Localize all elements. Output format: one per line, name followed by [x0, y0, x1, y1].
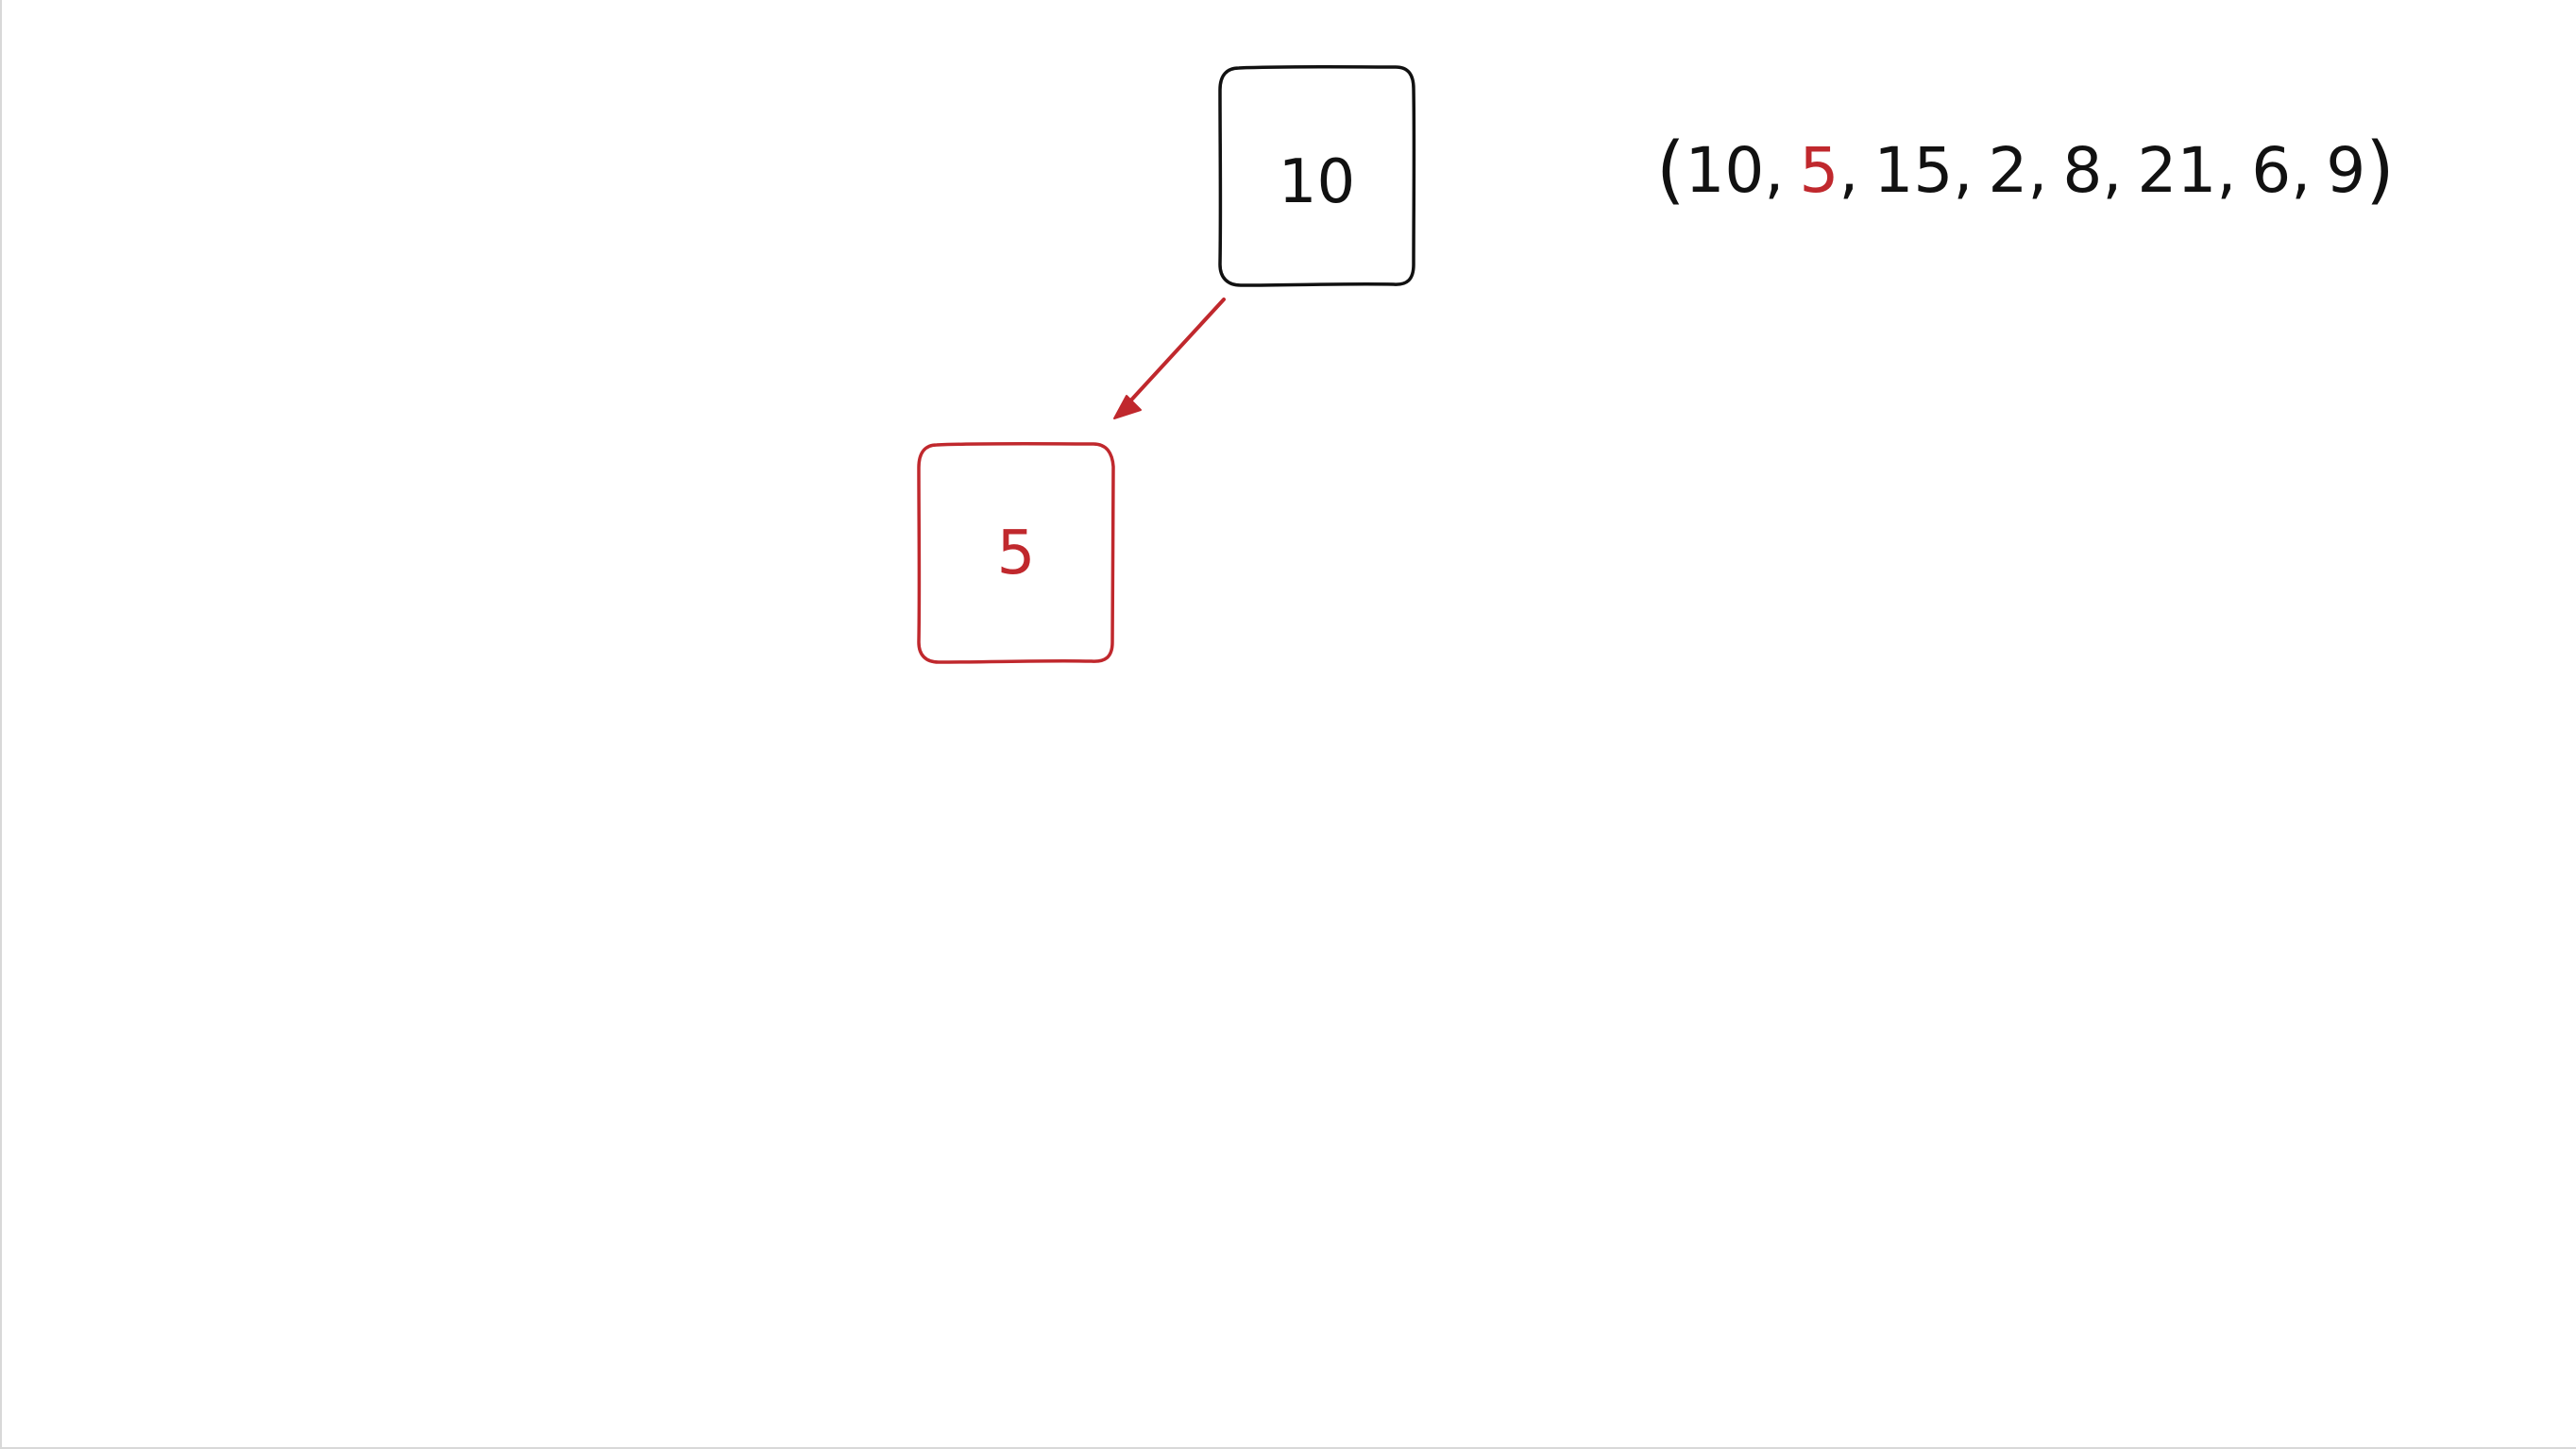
sequence-separator: ,: [2102, 133, 2123, 207]
node-box-left-child: [917, 442, 1115, 664]
sequence-close-paren: ): [2365, 128, 2395, 213]
sequence-item: 21: [2137, 133, 2217, 207]
sequence-open-paren: (: [1656, 128, 1686, 213]
sequence-separator: ,: [1839, 133, 1859, 207]
sequence-item: 9: [2326, 133, 2366, 207]
sequence-item: 2: [1988, 133, 2028, 207]
sequence-separator: ,: [1953, 133, 1974, 207]
edge-root-to-left-child: [1124, 298, 1226, 408]
sequence-separator: ,: [2027, 133, 2048, 207]
sequence-item: 15: [1873, 133, 1954, 207]
sequence-item: 10: [1685, 133, 1765, 207]
sequence-separator: ,: [1764, 133, 1785, 207]
arrowhead-icon: [1113, 395, 1142, 419]
sequence-separator: ,: [2291, 133, 2312, 207]
node-box-root: [1218, 65, 1416, 287]
sequence-item: 6: [2251, 133, 2292, 207]
insertion-sequence: ( 10, 5, 15, 2, 8, 21, 6, 9 ): [1656, 128, 2395, 213]
sequence-item-highlighted: 5: [1799, 133, 1839, 207]
sequence-item: 8: [2062, 133, 2103, 207]
node-label-left-child: 5: [996, 519, 1036, 588]
node-label-root: 10: [1278, 147, 1356, 217]
sequence-separator: ,: [2216, 133, 2237, 207]
